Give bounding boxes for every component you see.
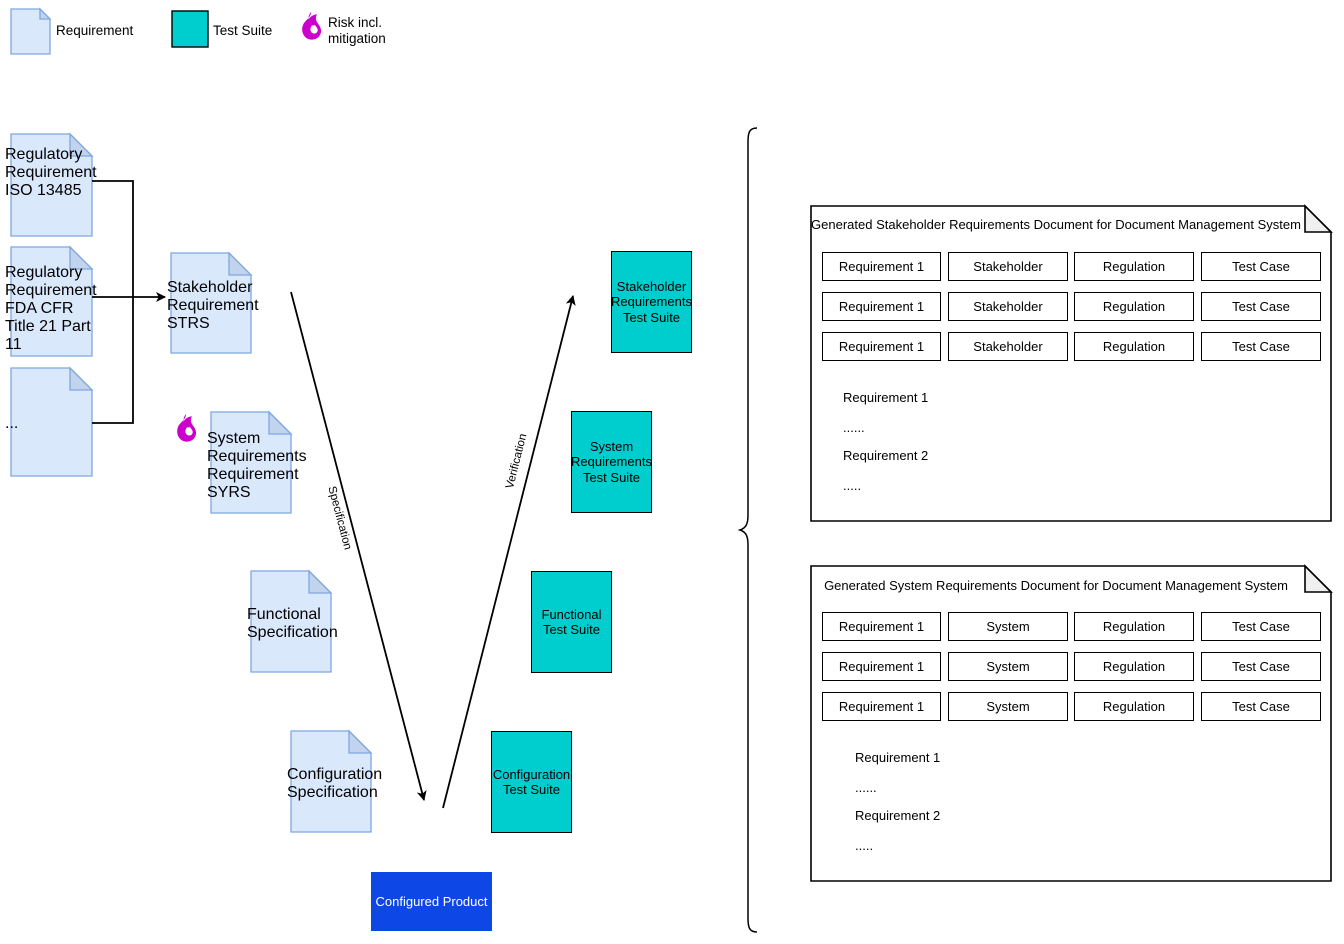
configured-product-box[interactable]: Configured Product [371,872,492,931]
legend-label-requirement: Requirement [56,23,134,38]
table-cell[interactable]: Requirement 1 [822,612,941,641]
table-cell[interactable]: Requirement 1 [822,692,941,721]
legend-flame-icon [302,12,322,40]
legend-label-risk: Risk incl. mitigation [328,15,386,46]
panel-body-line: Requirement 1 [855,750,941,765]
edge-inputs-to-strs [92,180,166,424]
table-cell[interactable]: Regulation [1074,692,1194,721]
grouping-brace [737,127,758,933]
table-cell[interactable]: Regulation [1074,252,1194,281]
table-cell[interactable]: Stakeholder [948,292,1068,321]
table-cell[interactable]: Test Case [1201,612,1321,641]
legend-label-test-suite: Test Suite [213,23,273,38]
legend-document-icon [10,7,52,55]
table-cell[interactable]: Stakeholder [948,252,1068,281]
table-cell[interactable]: System [948,652,1068,681]
test-suite-box-stakeholder-requirements[interactable]: Stakeholder Requirements Test Suite [611,251,692,353]
panel-title-generated-system-requirements-document: Generated System Requirements Document f… [824,578,1288,593]
edge-specification-arrow [290,291,427,801]
table-cell[interactable]: Test Case [1201,252,1321,281]
doc-label-regulatory-requirement-iso: Regulatory Requirement ISO 13485 [5,146,97,199]
table-cell[interactable]: Requirement 1 [822,652,941,681]
table-cell[interactable]: Requirement 1 [822,292,941,321]
risk-flame-icon-syrs [177,414,197,442]
panel-body-line: Requirement 2 [855,808,941,823]
table-cell[interactable]: Test Case [1201,692,1321,721]
panel-body-line: ..... [855,838,874,853]
table-cell[interactable]: Test Case [1201,332,1321,361]
doc-label-system-requirements-syrs: System Requirements Requirement SYRS [207,430,307,501]
panel-body-line: ..... [843,478,862,493]
table-cell[interactable]: Regulation [1074,332,1194,361]
table-cell[interactable]: Regulation [1074,612,1194,641]
edge-label-specification: Specification [325,485,354,552]
doc-label-stakeholder-requirement-strs: Stakeholder Requirement STRS [167,279,259,332]
table-cell[interactable]: System [948,692,1068,721]
doc-label-regulatory-requirement-more: ... [5,415,19,432]
panel-body-line: Requirement 2 [843,448,929,463]
panel-body-line: Requirement 1 [843,390,929,405]
doc-label-regulatory-requirement-fda: Regulatory Requirement FDA CFR Title 21 … [5,264,97,353]
table-cell[interactable]: Regulation [1074,652,1194,681]
test-suite-box-system-requirements[interactable]: System Requirements Test Suite [571,411,652,513]
table-cell[interactable]: Requirement 1 [822,252,941,281]
doc-label-configuration-specification: Configuration Specification [287,766,383,801]
legend-teal-square-icon [171,10,209,48]
panel-title-generated-stakeholder-requirements-document: Generated Stakeholder Requirements Docum… [811,217,1301,232]
table-cell[interactable]: Regulation [1074,292,1194,321]
panel-body-line: ...... [843,420,865,435]
table-cell[interactable]: System [948,612,1068,641]
test-suite-box-functional[interactable]: Functional Test Suite [531,571,612,673]
table-cell[interactable]: Stakeholder [948,332,1068,361]
table-cell[interactable]: Requirement 1 [822,332,941,361]
test-suite-box-configuration[interactable]: Configuration Test Suite [491,731,572,833]
edge-label-verification: Verification [504,432,530,490]
table-cell[interactable]: Test Case [1201,292,1321,321]
panel-body-line: ...... [855,780,877,795]
table-cell[interactable]: Test Case [1201,652,1321,681]
doc-label-functional-specification: Functional Specification [247,606,338,641]
